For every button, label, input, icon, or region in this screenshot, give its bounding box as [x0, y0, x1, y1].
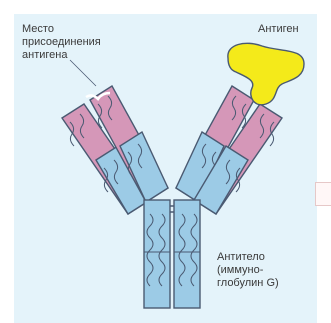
stem-heavy-chains	[144, 200, 200, 308]
antigen-label: Антиген	[258, 23, 299, 36]
binding-site-label: Место присоединения антигена	[22, 23, 101, 62]
antibody-label: Антитело (иммуно- глобулин G)	[217, 251, 279, 290]
edge-marker	[315, 182, 331, 206]
binding-site-leader	[70, 60, 96, 86]
